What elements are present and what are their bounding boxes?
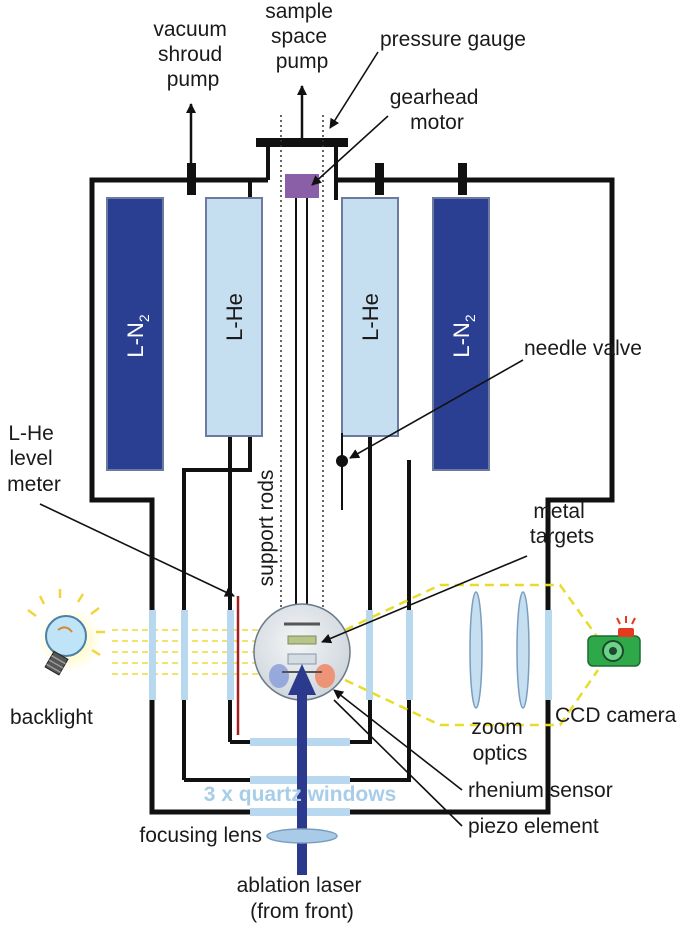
- label-support-rods: support rods: [255, 470, 278, 587]
- focusing-lens: [266, 828, 338, 844]
- ablation-laser-arrowhead: [288, 664, 316, 695]
- label-piezo-element: piezo element: [468, 815, 599, 838]
- label-backlight: backlight: [10, 706, 93, 729]
- lhe-right-label: L-He: [358, 293, 383, 341]
- label-needle-valve: needle valve: [524, 337, 642, 360]
- zoom-lens-1: [469, 591, 483, 709]
- label-pressure-gauge: pressure gauge: [380, 28, 526, 51]
- lhe-tank-left: [205, 197, 263, 437]
- rhenium-sensor: [287, 653, 317, 665]
- label-rhenium-sensor: rhenium sensor: [468, 779, 613, 802]
- lhe-left-label: L-He: [222, 293, 247, 341]
- ln2-tank-left: [106, 197, 164, 471]
- ln2-right-label: L-N2: [449, 314, 478, 357]
- zoom-lens-2: [516, 591, 530, 709]
- port-right-1: [375, 163, 384, 195]
- metal-target: [287, 635, 317, 645]
- camera-beams: [344, 583, 600, 727]
- piezo-element-right: [315, 664, 335, 688]
- port-left: [187, 163, 196, 195]
- label-metal-targets: metal targets: [530, 500, 594, 548]
- gearhead-motor: [285, 174, 319, 198]
- ln2-tank-right: [432, 197, 490, 471]
- leader-lines: [39, 51, 528, 827]
- label-zoom-optics: zoom optics: [471, 716, 528, 765]
- label-ablation-laser: ablation laser (from front): [237, 874, 368, 923]
- label-vacuum-shroud-pump: vacuum shroud pump: [153, 18, 232, 91]
- ln2-left-label: L-N2: [123, 314, 152, 357]
- lhe-tank-right: [341, 197, 399, 437]
- label-lhe-level-meter: L-He level meter: [7, 422, 61, 496]
- camera-icon: [587, 616, 641, 667]
- label-focusing-lens: focusing lens: [139, 824, 262, 847]
- label-sample-space-pump: sample space pump: [265, 0, 339, 73]
- label-quartz-windows: 3 x quartz windows: [204, 783, 397, 806]
- label-ccd-camera: CCD camera: [555, 704, 677, 727]
- ablation-laser-beam: [297, 690, 307, 875]
- sample-flange: [256, 138, 348, 147]
- lightbulb-icon: [27, 589, 105, 676]
- label-gearhead-motor: gearhead motor: [390, 86, 485, 134]
- needle-valve: [336, 455, 348, 467]
- outer-neck: [266, 143, 338, 180]
- port-right-2: [458, 163, 467, 195]
- piezo-element-left: [269, 664, 289, 688]
